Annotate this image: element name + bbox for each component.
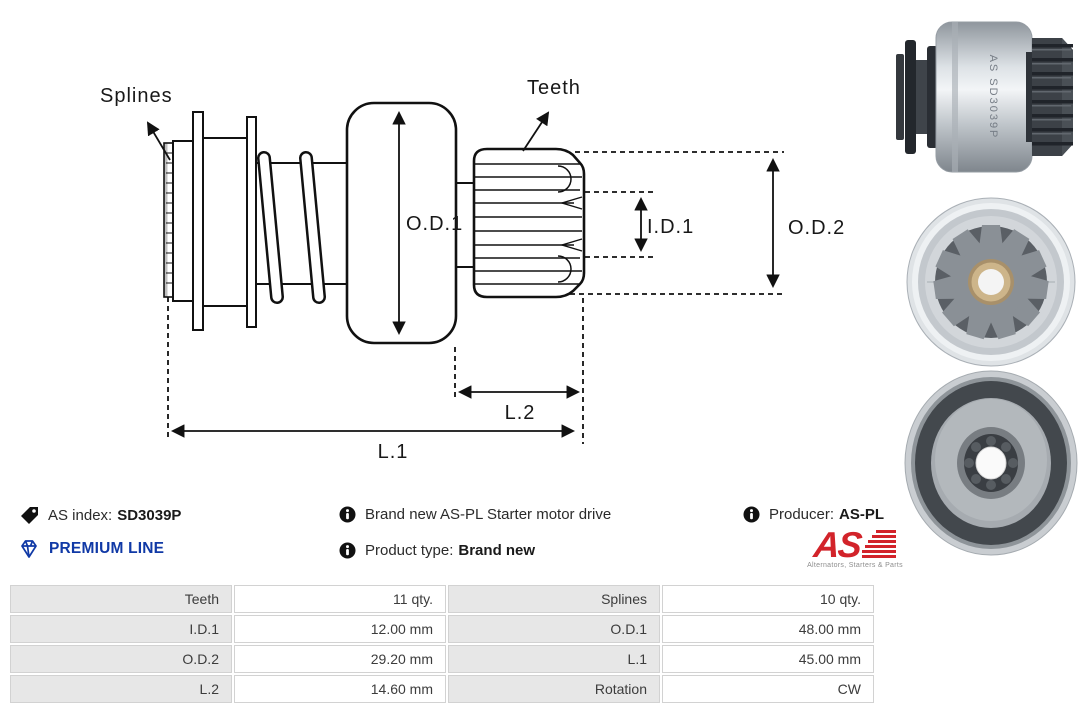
spec-label: I.D.1 bbox=[10, 615, 232, 643]
spec-value: 11 qty. bbox=[234, 585, 446, 613]
spec-label: Teeth bbox=[10, 585, 232, 613]
diamond-icon bbox=[18, 539, 40, 559]
product-type-row: Product type: Brand new bbox=[339, 542, 535, 559]
spec-label: O.D.2 bbox=[10, 645, 232, 673]
diagram-label-splines: Splines bbox=[100, 85, 173, 107]
tag-icon bbox=[20, 506, 39, 525]
info-icon bbox=[339, 506, 356, 523]
diagram-label-od2: O.D.2 bbox=[788, 217, 845, 239]
engraved-part-number: AS SD3039P bbox=[987, 55, 999, 140]
as-pl-logo-text: AS bbox=[811, 524, 863, 565]
flange-a bbox=[192, 111, 204, 331]
spec-value: 45.00 mm bbox=[662, 645, 874, 673]
as-pl-logo-tagline: Alternators, Starters & Parts bbox=[807, 562, 903, 569]
spec-value: 29.20 mm bbox=[234, 645, 446, 673]
spec-value: 12.00 mm bbox=[234, 615, 446, 643]
producer-row: Producer: AS-PL bbox=[743, 506, 884, 523]
flange-b bbox=[246, 116, 257, 328]
id1-dimension: I.D.1 bbox=[585, 191, 694, 258]
product-photo-front-view bbox=[906, 197, 1076, 367]
as-pl-logo: AS Alternators, Starters & Parts bbox=[799, 524, 911, 569]
spec-label: L.2 bbox=[10, 675, 232, 703]
spec-label: O.D.1 bbox=[448, 615, 660, 643]
info-icon bbox=[339, 542, 356, 559]
spec-label: L.1 bbox=[448, 645, 660, 673]
product-photo-rear-view bbox=[904, 370, 1078, 556]
premium-line-label: PREMIUM LINE bbox=[49, 540, 165, 557]
barrel bbox=[202, 137, 249, 307]
diagram-label-teeth: Teeth bbox=[527, 77, 581, 99]
technical-diagram: O.D.1 Splines Teeth I.D.1 bbox=[100, 77, 845, 463]
product-type-value: Brand new bbox=[458, 542, 536, 559]
premium-line-row: PREMIUM LINE bbox=[18, 539, 164, 559]
diagram-label-l2: L.2 bbox=[505, 402, 536, 424]
description-row: Brand new AS-PL Starter motor drive bbox=[339, 506, 611, 523]
splined-shaft bbox=[163, 142, 174, 298]
spec-label: Rotation bbox=[448, 675, 660, 703]
as-pl-logo-stripes bbox=[862, 530, 896, 558]
spec-label: Splines bbox=[448, 585, 660, 613]
collar bbox=[172, 140, 194, 302]
product-photo-side-view: AS SD3039P bbox=[896, 21, 1073, 173]
diagram-label-od1: O.D.1 bbox=[406, 213, 463, 235]
info-icon bbox=[743, 506, 760, 523]
producer-label: Producer: bbox=[769, 506, 835, 523]
producer-value: AS-PL bbox=[839, 506, 885, 523]
spec-value: CW bbox=[662, 675, 874, 703]
as-index-label: AS index: bbox=[48, 507, 113, 524]
description-text: Brand new AS-PL Starter motor drive bbox=[365, 506, 612, 523]
teeth-leader bbox=[522, 111, 550, 152]
diagram-label-l1: L.1 bbox=[378, 441, 409, 463]
spec-value: 10 qty. bbox=[662, 585, 874, 613]
as-index-value: SD3039P bbox=[117, 507, 182, 524]
spec-table: Teeth 11 qty. Splines 10 qty. I.D.1 12.0… bbox=[10, 585, 888, 703]
as-index-row: AS index: SD3039P bbox=[20, 506, 181, 525]
spec-value: 48.00 mm bbox=[662, 615, 874, 643]
spec-value: 14.60 mm bbox=[234, 675, 446, 703]
diagram-label-id1: I.D.1 bbox=[647, 216, 694, 238]
pinion-gear bbox=[472, 147, 586, 299]
splines-leader bbox=[146, 121, 171, 161]
spring bbox=[256, 151, 348, 304]
od2-dimension: O.D.2 bbox=[570, 151, 845, 295]
product-type-label: Product type: bbox=[365, 542, 454, 559]
